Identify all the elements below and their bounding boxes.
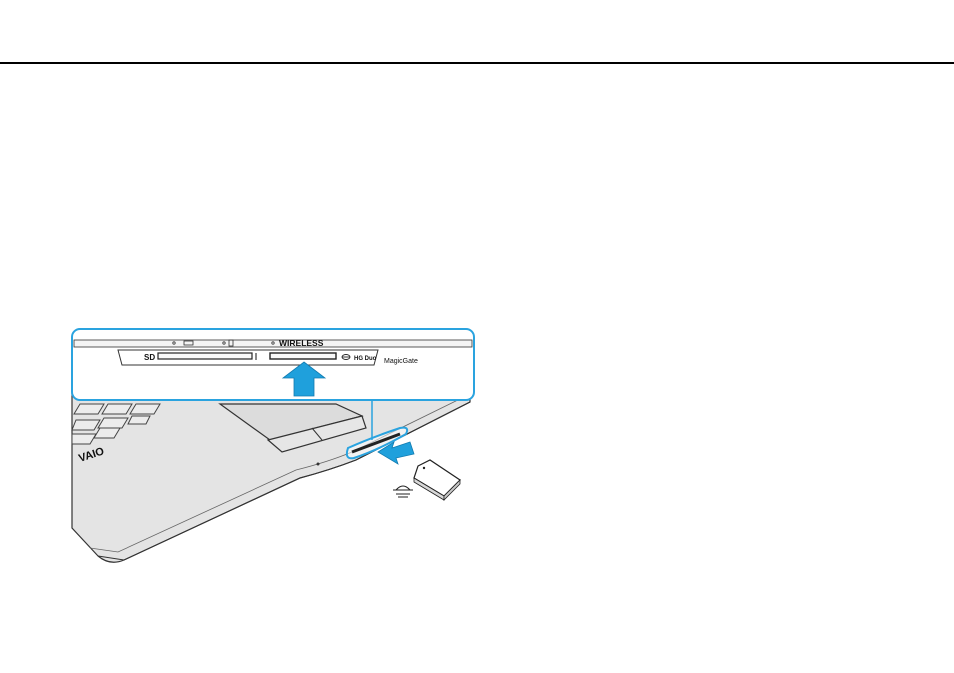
sd-label: SD (144, 353, 155, 362)
memory-stick-card (414, 460, 460, 500)
front-indicator (317, 463, 320, 466)
wireless-label: WIRELESS (279, 338, 324, 348)
hg-duo-label: HG Duo (354, 356, 377, 362)
magicgate-label: MagicGate (384, 358, 418, 365)
memory-stick-logo-icon (393, 486, 413, 497)
